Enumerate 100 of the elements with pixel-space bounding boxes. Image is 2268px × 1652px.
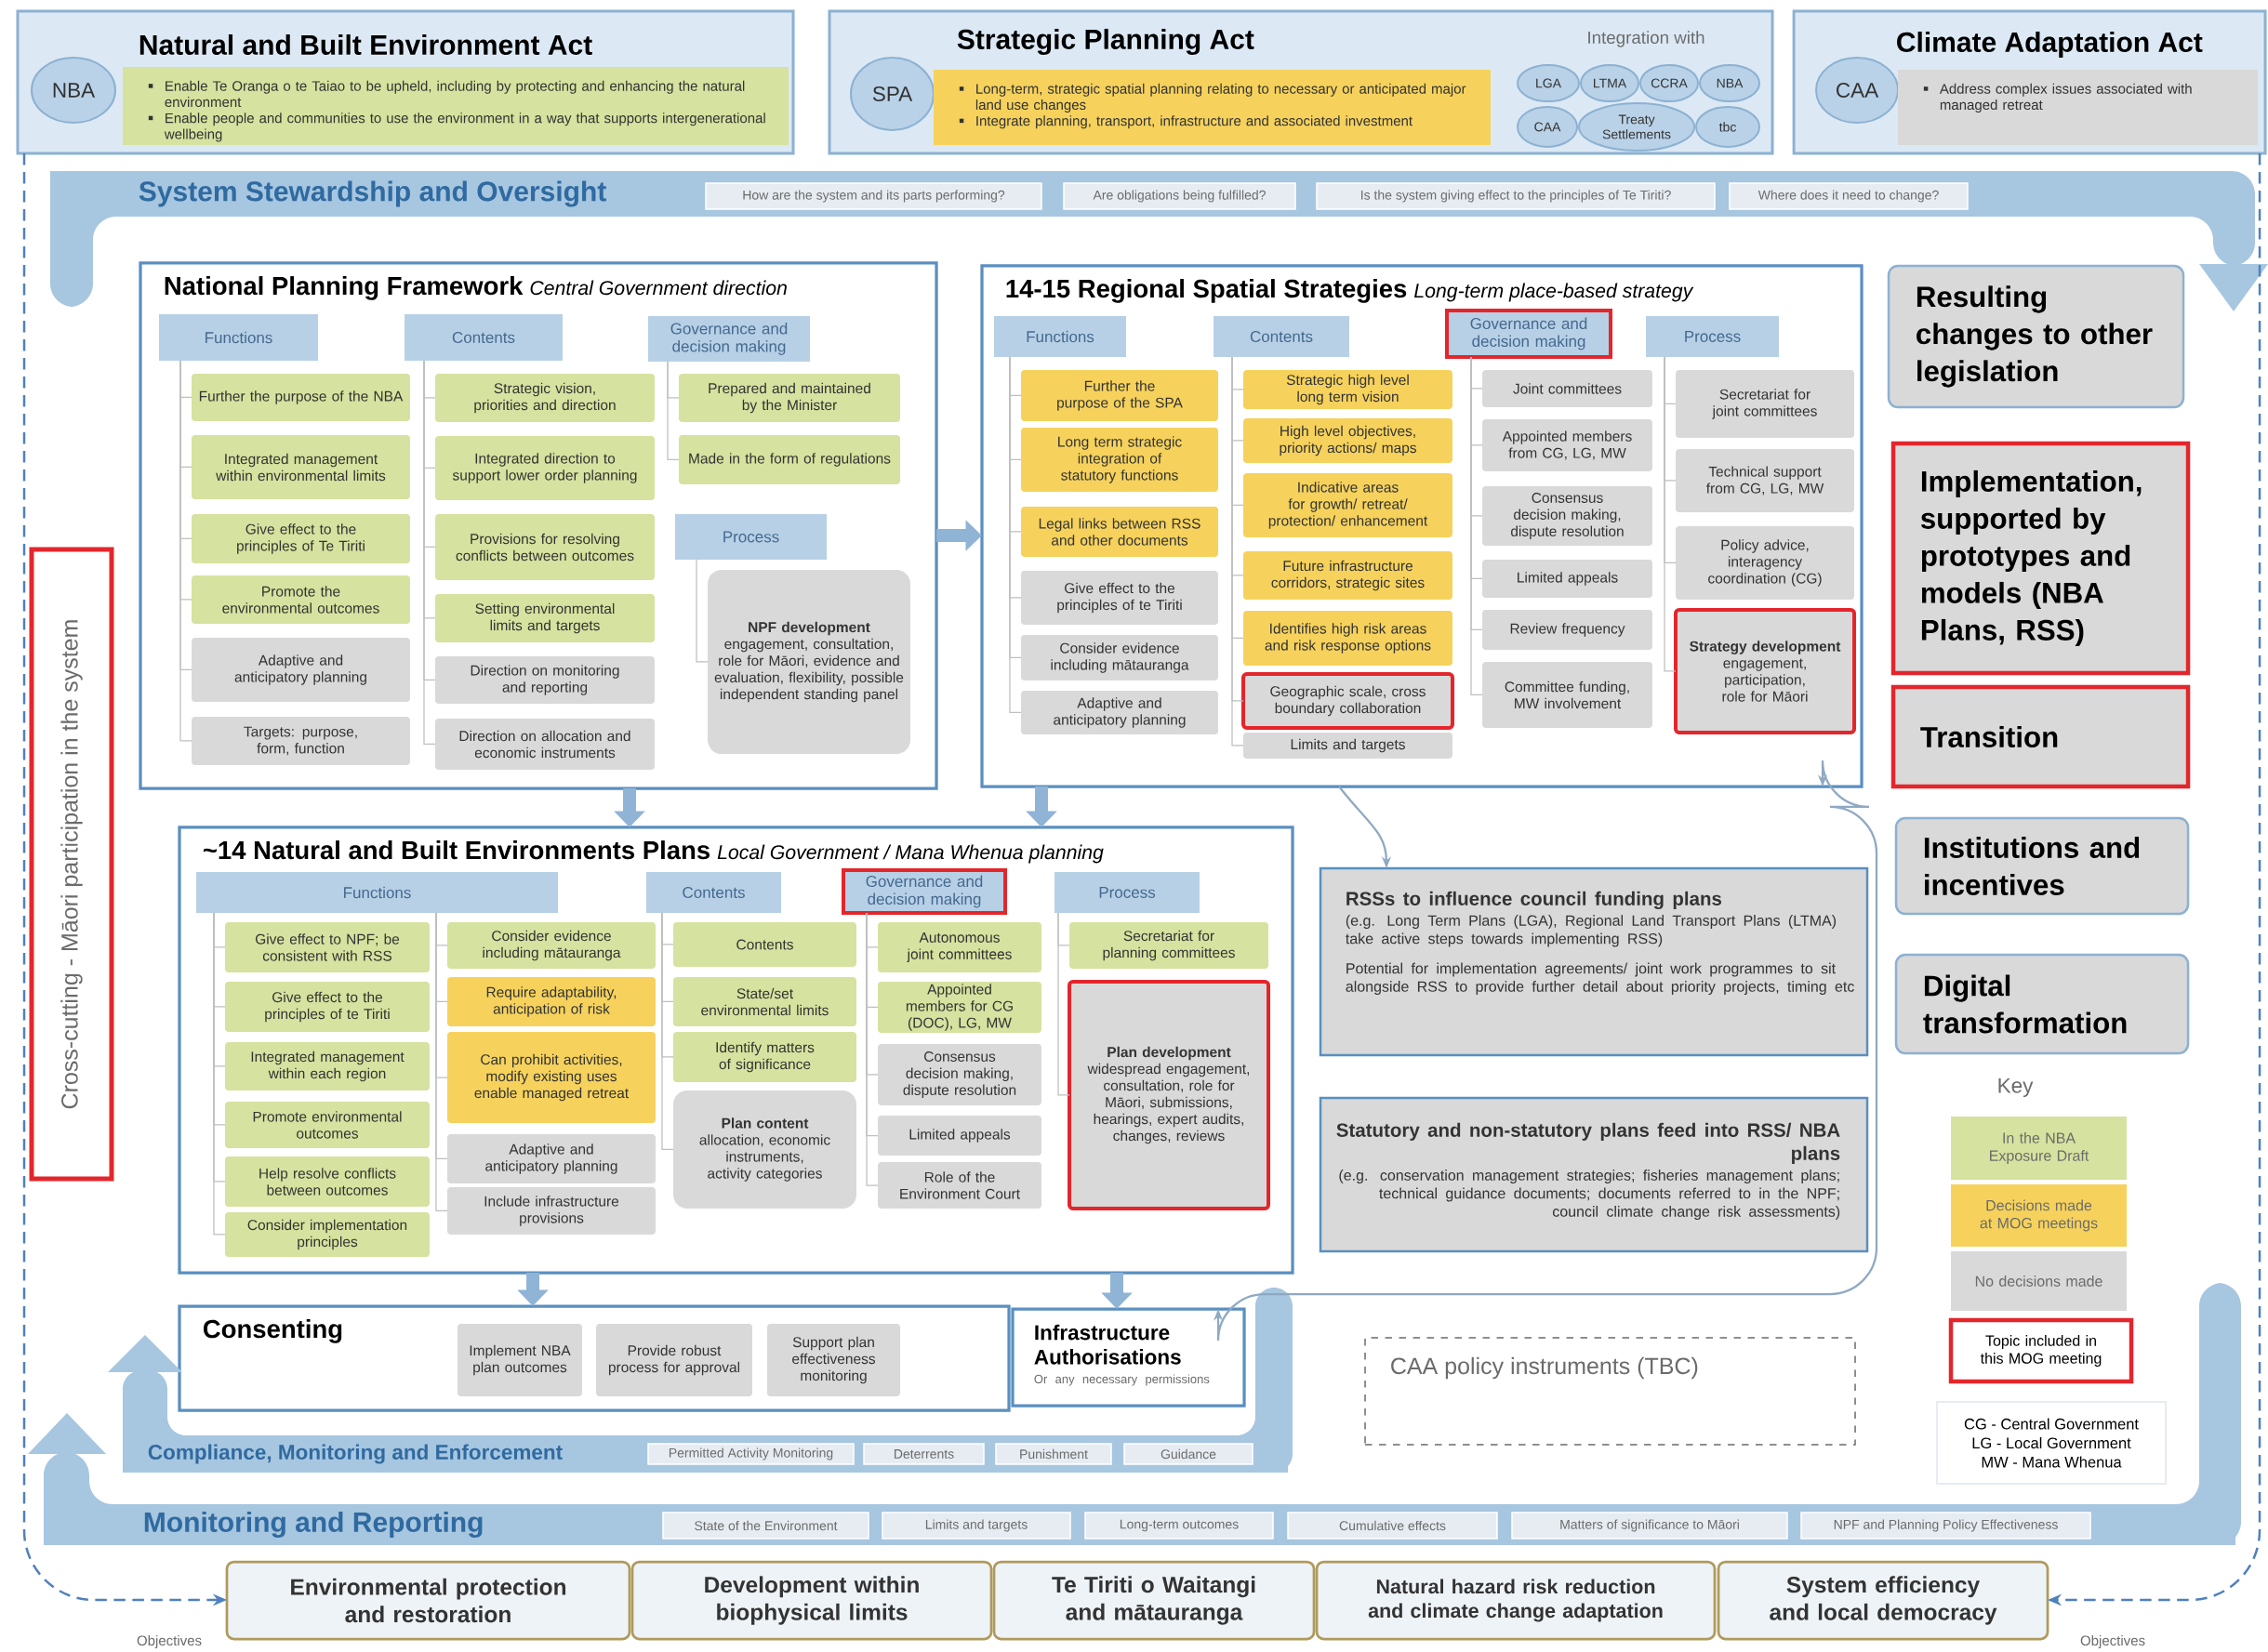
column-header: Governance and decision making bbox=[842, 868, 1007, 915]
tree-line bbox=[1470, 356, 1483, 696]
item-box: Direction on monitoring and reporting bbox=[435, 656, 655, 704]
dashed-box: CAA policy instruments (TBC) bbox=[1364, 1337, 1856, 1446]
column-header: Contents bbox=[646, 872, 781, 913]
topic-tag: Permitted Activity Monitoring bbox=[647, 1443, 855, 1465]
topic-tag: Where does it need to change? bbox=[1729, 182, 1969, 210]
item-box: Appointed members from CG, LG, MW bbox=[1482, 419, 1652, 471]
item-box: Strategy development engagement, participation, role for Māori bbox=[1674, 608, 1856, 734]
item-box: Geographic scale, cross boundary collaboration bbox=[1241, 672, 1454, 730]
objective-box: Environmental protection and restoration bbox=[225, 1560, 631, 1641]
item-box: Strategic high level long term vision bbox=[1243, 370, 1452, 409]
column-header: Governance and decision making bbox=[1445, 309, 1612, 359]
objective-box: Development within biophysical limits bbox=[630, 1560, 993, 1641]
outcome-box: Digital transformation bbox=[1894, 953, 2190, 1055]
topic-tag: Limits and targets bbox=[882, 1512, 1071, 1540]
objectives-label: Objectives bbox=[137, 1635, 202, 1648]
curved-arrow bbox=[1213, 759, 1878, 1342]
item-box: Consensus decision making, dispute resolution bbox=[878, 1044, 1041, 1105]
tree-line bbox=[696, 559, 709, 663]
item-box: Help resolve conflicts between outcomes bbox=[225, 1156, 430, 1207]
item-box: Consider evidence including mātauranga bbox=[1021, 635, 1218, 681]
item-box: Provisions for resolving conflicts between outcomes bbox=[435, 514, 655, 580]
outcome-box: Resulting changes to other legislation bbox=[1887, 264, 2185, 409]
item-box: Consider evidence including mātauranga bbox=[447, 922, 656, 969]
item-box: Made in the form of regulations bbox=[679, 435, 900, 484]
item-box: State/set environmental limits bbox=[673, 977, 856, 1026]
item-box: Promote environmental outcomes bbox=[225, 1102, 430, 1148]
bullet-box: Enable Te Oranga o te Taiao to be upheld, including by protecting and enhancing the natural environment Enable people and communities to use the environment in a way that supports intergenerational wellbeing bbox=[123, 67, 789, 145]
item-box: Consensus decision making, dispute resolution bbox=[1482, 486, 1652, 546]
item-box: Legal links between RSS and other documents bbox=[1021, 507, 1218, 557]
objective-box: Te Tiriti o Waitangi and mātauranga bbox=[992, 1560, 1316, 1641]
item-box: Can prohibit activities, modify existing uses enable managed retreat bbox=[447, 1032, 656, 1123]
item-box: Setting environmental limits and targets bbox=[435, 594, 655, 642]
topic-tag: Are obligations being fulfilled? bbox=[1063, 182, 1296, 210]
item-box: Consider implementation principles bbox=[225, 1212, 430, 1257]
bullet-box: Long-term, strategic spatial planning relating to necessary or anticipated major land use changes Integrate planning, transport, infrastructure and associated investment bbox=[934, 70, 1491, 145]
rotated-label-box: Cross-cutting - Māori participation in the system bbox=[29, 547, 114, 1182]
item-box: Require adaptability, anticipation of risk bbox=[447, 977, 656, 1026]
topic-tag: Matters of significance to Māori bbox=[1511, 1512, 1788, 1540]
column-header: Process bbox=[1054, 872, 1200, 913]
column-header: Contents bbox=[1214, 316, 1349, 357]
item-box: Contents bbox=[673, 922, 856, 967]
item-box: Adaptive and anticipatory planning bbox=[1021, 691, 1218, 734]
item-box: Prepared and maintained by the Minister bbox=[679, 374, 900, 422]
bullet-box: Address complex issues associated with managed retreat bbox=[1898, 70, 2259, 145]
item-box: Review frequency bbox=[1482, 610, 1652, 650]
item-box: Direction on allocation and economic instruments bbox=[435, 719, 655, 770]
topic-tag: Is the system giving effect to the principles of Te Tiriti? bbox=[1316, 182, 1716, 210]
outcome-box: Implementation, supported by prototypes and models (NBA Plans, RSS) bbox=[1890, 441, 2191, 676]
tree-line bbox=[213, 912, 226, 1236]
item-box: Integrated management within environmental limits bbox=[192, 435, 410, 499]
item-box: Limits and targets bbox=[1243, 733, 1452, 759]
topic-tag: How are the system and its parts performing? bbox=[705, 182, 1042, 210]
topic-tag: Long-term outcomes bbox=[1084, 1512, 1274, 1540]
item-box: Limited appeals bbox=[878, 1116, 1041, 1156]
tree-line bbox=[1057, 912, 1070, 1096]
item-box: Give effect to the principles of te Tiriti bbox=[1021, 571, 1218, 625]
item-box: Adaptive and anticipatory planning bbox=[447, 1134, 656, 1183]
item-box: Joint committees bbox=[1482, 370, 1652, 407]
item-box: Integrated direction to support lower order planning bbox=[435, 436, 655, 500]
column-header: Functions bbox=[159, 314, 318, 361]
topic-tag: State of the Environment bbox=[662, 1512, 869, 1540]
item-box: Long term strategic integration of statutory functions bbox=[1021, 428, 1218, 492]
column-header: Contents bbox=[405, 314, 563, 361]
item-box: Technical support from CG, LG, MW bbox=[1676, 449, 1854, 512]
item-box: Policy advice, interagency coordination (CG) bbox=[1676, 526, 1854, 600]
column-header: Functions bbox=[994, 316, 1126, 357]
topic-tag: Deterrents bbox=[863, 1443, 985, 1465]
column-header: Functions bbox=[196, 872, 558, 913]
item-box: Limited appeals bbox=[1482, 560, 1652, 598]
abbreviation-box: CG - Central Government LG - Local Government MW - Mana Whenua bbox=[1936, 1401, 2168, 1485]
legend-text: Decisions made at MOG meetings bbox=[1980, 1199, 2098, 1232]
item-box: Give effect to the principles of Te Tiriti bbox=[192, 514, 410, 563]
item-box: Strategic vision, priorities and direction bbox=[435, 374, 655, 422]
item-box: Give effect to the principles of te Tiriti bbox=[225, 982, 430, 1032]
infrastructure-box: Infrastructure Authorisations Or any necessary permissions bbox=[1011, 1307, 1246, 1408]
item-box: Identifies high risk areas and risk response options bbox=[1243, 611, 1452, 666]
item-box: Plan development widespread engagement, consultation, role for Māori, submissions, hearings, expert audits, changes, reviews bbox=[1068, 980, 1270, 1210]
item-box: Committee funding, MW involvement bbox=[1482, 662, 1652, 728]
item-box: High level objectives, priority actions/ maps bbox=[1243, 418, 1452, 463]
item-box: Give effect to NPF; be consistent with RSS bbox=[225, 922, 430, 972]
item-box: Secretariat for joint committees bbox=[1676, 370, 1854, 438]
item-box: Autonomous joint committees bbox=[878, 922, 1041, 972]
item-box: Further the purpose of the SPA bbox=[1021, 370, 1218, 421]
column-header: Governance and decision making bbox=[648, 316, 810, 362]
topic-tag: NPF and Planning Policy Effectiveness bbox=[1800, 1512, 2091, 1540]
column-header: Process bbox=[675, 514, 827, 560]
item-box: Targets: purpose, form, function bbox=[192, 717, 410, 765]
item-box: Include infrastructure provisions bbox=[447, 1187, 656, 1235]
tree-line bbox=[667, 361, 680, 461]
tree-line bbox=[661, 912, 674, 1151]
item-box: Provide robust process for approval bbox=[596, 1324, 752, 1396]
outcome-box: Institutions and incentives bbox=[1894, 816, 2190, 916]
item-box: Integrated management within each region bbox=[225, 1042, 430, 1090]
item-box: Indicative areas for growth/ retreat/ protection/ enhancement bbox=[1243, 473, 1452, 537]
item-box: Secretariat for planning committees bbox=[1069, 922, 1268, 969]
objective-box: System efficiency and local democracy bbox=[1717, 1560, 2049, 1641]
legend-text: Topic included in this MOG meeting bbox=[1980, 1335, 2102, 1367]
objective-box: Natural hazard risk reduction and climate change adaptation bbox=[1315, 1560, 1717, 1641]
